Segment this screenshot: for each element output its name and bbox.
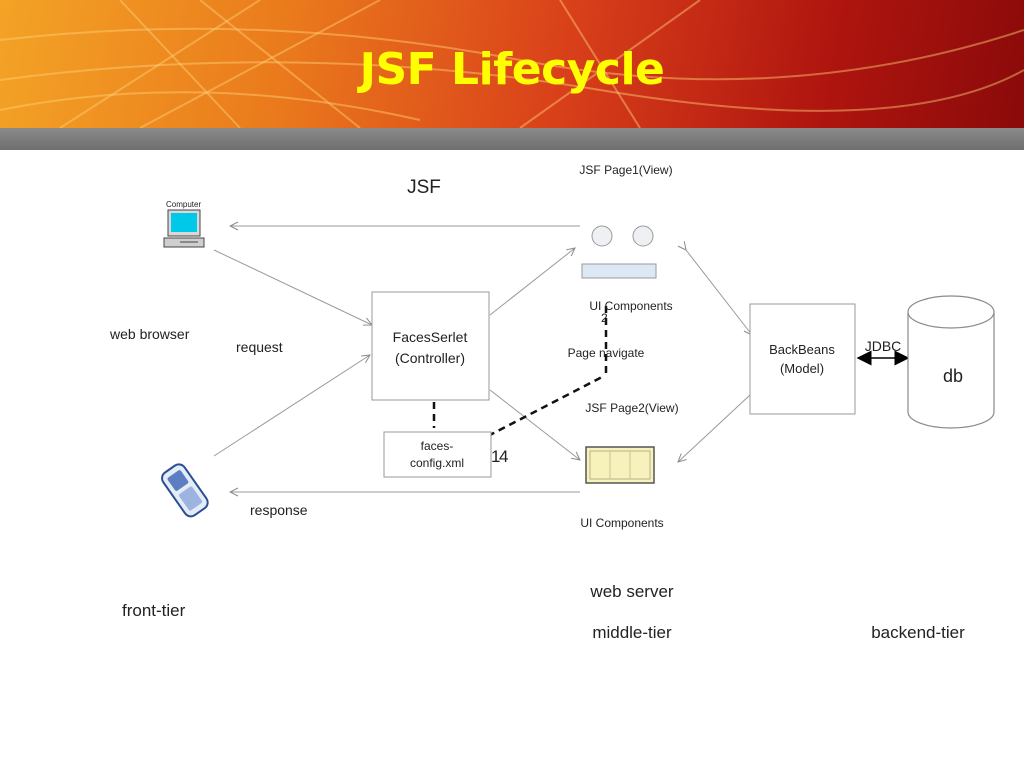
database-cylinder bbox=[907, 295, 995, 429]
backend-tier-label: backend-tier bbox=[871, 623, 965, 642]
jsf-heading: JSF bbox=[407, 177, 441, 198]
response-label: response bbox=[250, 502, 308, 518]
web-server-label: web server bbox=[589, 582, 673, 601]
dash-config-to-navigate bbox=[487, 374, 605, 438]
page1-view-label: JSF Page1(View) bbox=[579, 163, 672, 177]
step-number-4b: 4 bbox=[499, 447, 508, 466]
header-divider bbox=[0, 128, 1024, 150]
page2-ui-components bbox=[585, 446, 655, 484]
faces-config-box bbox=[383, 431, 492, 478]
middle-tier-label: middle-tier bbox=[592, 623, 672, 642]
web-browser-label: web browser bbox=[109, 326, 190, 342]
page1-ui-components bbox=[581, 225, 657, 279]
page1-components-label: UI Components bbox=[589, 299, 672, 313]
header-texture bbox=[0, 0, 1024, 128]
model-name: BackBeans bbox=[769, 342, 835, 357]
controller-role: (Controller) bbox=[395, 350, 465, 366]
config-name-line1: faces- bbox=[421, 439, 454, 453]
controller-name: FacesSerlet bbox=[393, 329, 468, 345]
arrow-page1-model bbox=[686, 250, 752, 335]
arrow-phone-to-controller bbox=[213, 355, 370, 457]
arrow-controller-to-page1 bbox=[489, 248, 575, 316]
mobile-phone-icon bbox=[161, 463, 209, 518]
dashed-connections bbox=[432, 306, 608, 438]
connection-lines bbox=[213, 226, 752, 492]
model-box bbox=[749, 303, 856, 415]
step-number-2: 2 bbox=[601, 311, 608, 325]
front-tier-label: front-tier bbox=[122, 601, 186, 620]
slide-title: JSF Lifecycle bbox=[359, 44, 665, 95]
model-role: (Model) bbox=[780, 361, 824, 376]
config-name-line2: config.xml bbox=[410, 456, 464, 470]
page-navigate-label: Page navigate bbox=[568, 346, 645, 360]
computer-icon bbox=[163, 209, 205, 248]
computer-label: Computer bbox=[166, 200, 201, 209]
db-label: db bbox=[943, 366, 963, 386]
page2-components-label: UI Components bbox=[580, 516, 663, 530]
step-number-4: 1 bbox=[491, 447, 500, 466]
arrow-model-page2 bbox=[678, 395, 750, 462]
jdbc-label: JDBC bbox=[865, 338, 902, 354]
arrow-controller-to-page2 bbox=[489, 389, 580, 460]
page2-view-label: JSF Page2(View) bbox=[585, 401, 678, 415]
slide-header: JSF Lifecycle bbox=[0, 0, 1024, 128]
request-label: request bbox=[236, 339, 283, 355]
controller-box bbox=[371, 291, 490, 401]
arrow-computer-to-controller bbox=[213, 249, 372, 325]
